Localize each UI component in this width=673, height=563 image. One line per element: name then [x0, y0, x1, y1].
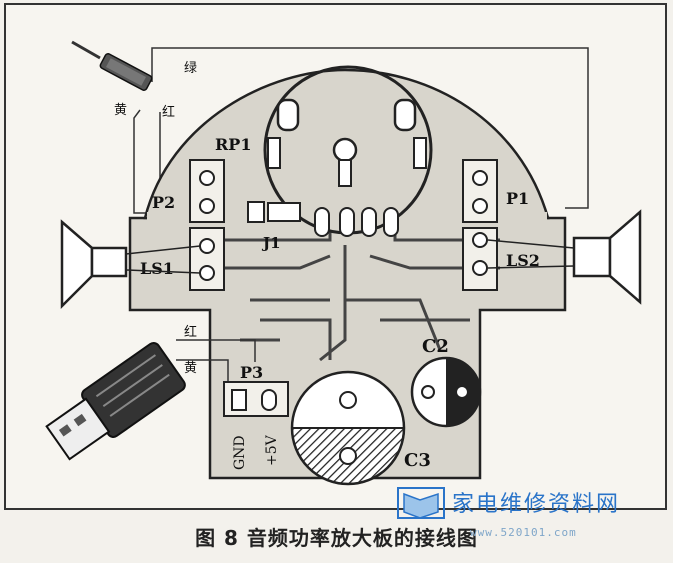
rp1-side-pad-right: [413, 137, 427, 169]
label-ls1: LS1: [140, 259, 174, 278]
p3-pin-5v: [261, 389, 277, 411]
label-yellow-wire-top: 黄: [114, 103, 127, 118]
watermark-logo-icon: [397, 487, 445, 519]
label-j1: J1: [261, 234, 281, 252]
left-speaker-icon: [60, 219, 201, 310]
label-c2: C2: [422, 336, 449, 357]
wire-red-bottom: [176, 339, 256, 362]
wire-green: [151, 47, 589, 209]
watermark-site-name: 家电维修资料网: [452, 492, 621, 517]
rp1-wiper-lead: [338, 159, 352, 187]
ls1-pin-2: [199, 265, 215, 281]
rp1-side-pad-left: [267, 137, 281, 169]
plug-wire: [71, 40, 101, 60]
ls2-pin-2: [472, 260, 488, 276]
p1-pin-1: [472, 170, 488, 186]
label-red-wire-bottom: 红: [184, 324, 197, 340]
label-yellow-wire-bottom: 黄: [184, 361, 197, 376]
right-speaker-icon: [487, 209, 642, 305]
ls1-pin-1: [199, 238, 215, 254]
label-p3: P3: [240, 363, 263, 382]
rp1-pad-left: [276, 98, 300, 132]
rp1-wiper: [332, 137, 358, 163]
c3-capacitor: [290, 370, 406, 486]
j1-header: [247, 201, 399, 237]
label-rp1: RP1: [215, 135, 251, 154]
p2-pin-1: [199, 170, 215, 186]
label-gnd: GND: [232, 435, 248, 470]
label-p1: P1: [506, 189, 529, 208]
p3-pin-gnd: [231, 389, 247, 411]
audio-plug-icon: [99, 53, 153, 91]
label-p2: P2: [152, 193, 175, 212]
p2-pin-2: [199, 198, 215, 214]
label-c3: C3: [404, 450, 431, 471]
wire-yellow-bottom: [176, 359, 229, 388]
rp1-pad-right: [393, 98, 417, 132]
label-red-wire-top: 红: [162, 104, 175, 120]
ls2-pin-1: [472, 232, 488, 248]
label-ls2: LS2: [506, 251, 540, 270]
figure-caption: 图 8 音频功率放大板的接线图: [195, 526, 478, 550]
c2-capacitor: [410, 356, 482, 428]
p1-pin-2: [472, 198, 488, 214]
usb-plug-icon: [45, 342, 186, 461]
label-plus5v: +5V: [264, 434, 280, 466]
watermark-url: www.520101.com: [470, 526, 577, 539]
label-green-wire: 绿: [184, 61, 197, 76]
